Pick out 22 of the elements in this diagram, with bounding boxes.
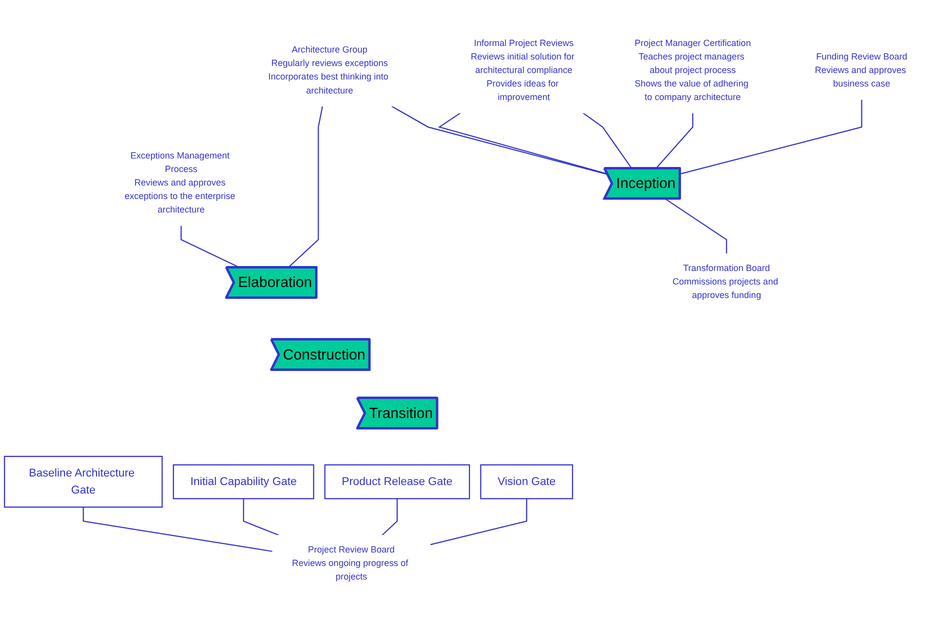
connector (288, 106, 324, 268)
connector (430, 498, 528, 546)
node-text: Exceptions Management Process Reviews and approves exceptions to the enterprise architecture (124, 151, 236, 215)
connector (438, 112, 608, 174)
connector (582, 112, 632, 169)
connector (391, 106, 608, 175)
connector (680, 99, 862, 174)
node-box: Baseline Architecture Gate (4, 456, 163, 508)
connector (382, 498, 398, 536)
node-box: Initial Capability Gate (172, 464, 314, 500)
node-box: Product Release Gate (324, 464, 470, 500)
connector (242, 498, 280, 536)
node-box: Vision Gate (480, 464, 574, 500)
connector (664, 198, 728, 254)
node-text: Informal Project Reviews Reviews initial solution for architectural compliance Provides ideas for improvement (470, 38, 574, 102)
node-text: Funding Review Board Reviews and approves business case (814, 52, 908, 89)
node-text: Project Review Board Reviews ongoing progress of projects (292, 545, 408, 582)
connector (82, 507, 273, 552)
node-text: Project Manager Certification Teaches project managers about project process Shows the value of adhering to company architecture (634, 38, 751, 102)
node-text: Transformation Board Commissions projects and approves funding (672, 264, 778, 300)
node-text: Architecture Group Regularly reviews exceptions Incorporates best thinking into architecture (268, 45, 388, 96)
connector (656, 112, 694, 169)
